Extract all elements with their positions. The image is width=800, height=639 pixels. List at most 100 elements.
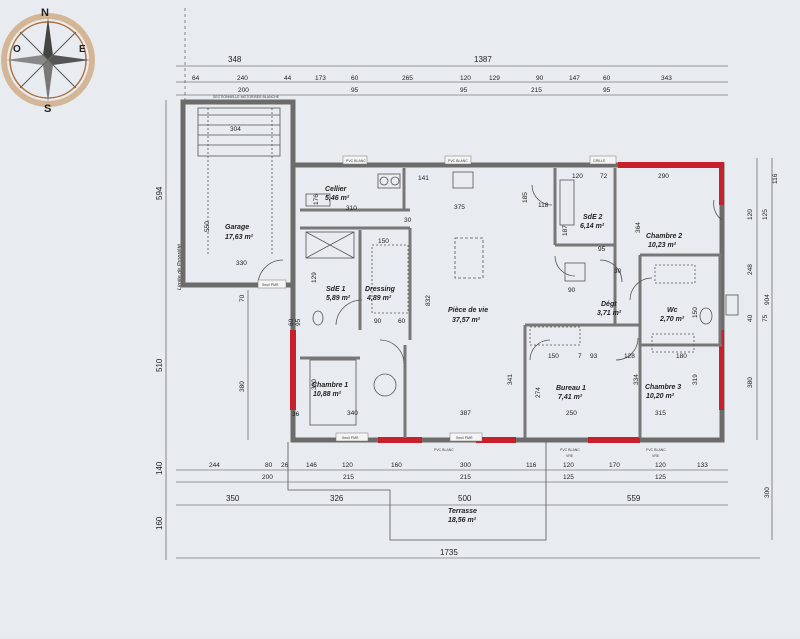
bot-dim-116: 116 [526, 462, 537, 469]
bureau-area: 7,41 m² [558, 394, 583, 401]
bot-dim-120b: 120 [563, 462, 574, 469]
cellier-appliance [377, 173, 401, 189]
opening-tags: PVC BLANC PVC BLANC GRILLE Seuil PMR Seu… [257, 155, 666, 458]
bot-dim-170: 170 [609, 462, 620, 469]
dim-310: 310 [346, 205, 357, 212]
top-dim-120: 120 [460, 75, 471, 82]
dim-95-sde1: 95 [295, 318, 302, 326]
sde1-name: SdE 1 [326, 286, 346, 293]
bot-dim-215b: 215 [460, 474, 471, 481]
red-wall-bottom-3 [588, 437, 640, 443]
wc-area: 2,70 m² [659, 316, 685, 323]
right-dim-300: 300 [764, 487, 771, 498]
dim-141: 141 [418, 175, 429, 182]
garage-door-label: SECTIONNELLE MOTORISEE BLANCHE [213, 95, 280, 99]
compass-e: E [79, 44, 86, 55]
red-wall-right-top [719, 165, 724, 205]
dim-30: 30 [404, 217, 412, 224]
top-dim-1387: 1387 [474, 55, 492, 64]
dim-319: 319 [692, 374, 699, 385]
dim-90-sde2: 90 [568, 287, 576, 294]
dim-380-left: 380 [239, 381, 246, 392]
shower-sde1 [305, 231, 355, 259]
dim-180: 180 [676, 353, 687, 360]
cellier-name: Cellier [325, 186, 348, 193]
tag-seuil-garage: Seuil PMR [262, 283, 279, 287]
right-dim-125: 125 [762, 209, 769, 220]
bot-dim-26: 26 [281, 462, 289, 469]
terrasse-name: Terrasse [448, 508, 477, 515]
top-dim-265: 265 [402, 75, 413, 82]
tag-seuil-1: Seuil PMR [342, 436, 359, 440]
garage-dim-304: 304 [230, 126, 241, 133]
left-dim-140: 140 [155, 461, 164, 475]
top-dim-129: 129 [489, 75, 500, 82]
top-dim-343: 343 [661, 75, 672, 82]
top-dim-60a: 60 [351, 75, 359, 82]
pmr-wheelchair-icon [373, 373, 397, 397]
door-cellier-garage [531, 184, 553, 206]
sde1-area: 5,89 m² [326, 295, 351, 302]
dim-176: 176 [313, 194, 320, 205]
tag-seuil-2: Seuil PMR [456, 436, 473, 440]
dim-150-dressing: 150 [378, 238, 389, 245]
house-walls [290, 162, 725, 443]
tag-pvc-1: PVC BLANC [346, 159, 366, 163]
tag-pvc-2: PVC BLANC [448, 159, 468, 163]
sde2-name: SdE 2 [583, 214, 603, 221]
bot-dim-120c: 120 [655, 462, 666, 469]
dim-30-degt: 30 [614, 268, 622, 275]
red-wall-bottom-2 [476, 437, 516, 443]
dim-320: 320 [311, 379, 318, 390]
garage-dim-550: 550 [204, 221, 211, 232]
chambre3-area: 10,20 m² [646, 393, 675, 400]
top-dim-60b: 60 [603, 75, 611, 82]
degt-name: Dégt [601, 301, 617, 308]
bed-chambre1 [309, 359, 357, 426]
bot-dim-120a: 120 [342, 462, 353, 469]
dim-128: 128 [624, 353, 635, 360]
chambre3-name: Chambre 3 [645, 384, 681, 391]
top-dim-90: 90 [536, 75, 544, 82]
wc-storage [654, 264, 696, 284]
chambre1-area: 10,88 m² [313, 391, 342, 398]
top-dim-95c: 95 [603, 87, 611, 94]
top-dim-215: 215 [531, 87, 542, 94]
compass-rose: N S E O [1, 7, 95, 115]
bureau-name: Bureau 1 [556, 385, 586, 392]
bottom-dimensions: 244 80 26 146 120 160 300 116 120 170 12… [176, 462, 760, 559]
dim-95-sde2: 95 [598, 246, 606, 253]
dim-187: 187 [562, 225, 569, 236]
dim-70: 70 [239, 294, 246, 302]
kitchen-sink [452, 171, 474, 189]
door-bureau [529, 339, 551, 361]
dim-274: 274 [535, 387, 542, 398]
sde1-toilet [312, 310, 324, 326]
top-dim-95a: 95 [351, 87, 359, 94]
top-dim-348: 348 [228, 55, 242, 64]
bot-dim-559: 559 [627, 494, 641, 503]
compass-ring [1, 13, 95, 107]
dim-364: 364 [635, 222, 642, 233]
tag-vre-1: VRE [566, 454, 574, 458]
kitchen-island [454, 237, 484, 279]
door-chambre1 [379, 339, 405, 365]
wc-toilet [699, 307, 713, 325]
right-dim-380: 380 [747, 377, 754, 388]
tag-vre-2: VRE [652, 454, 660, 458]
chambre3-closet [651, 333, 695, 353]
red-wall-right-bottom [719, 330, 724, 410]
dim-72: 72 [600, 173, 608, 180]
shower-sde2 [559, 179, 575, 226]
red-wall-bottom-1 [378, 437, 422, 443]
degt-area: 3,71 m² [597, 310, 622, 317]
bot-dim-500: 500 [458, 494, 472, 503]
bot-dim-326: 326 [330, 494, 344, 503]
dim-340: 340 [347, 410, 358, 417]
top-dim-64: 64 [192, 75, 200, 82]
bot-dim-200: 200 [262, 474, 273, 481]
right-dim-40: 40 [747, 314, 754, 322]
